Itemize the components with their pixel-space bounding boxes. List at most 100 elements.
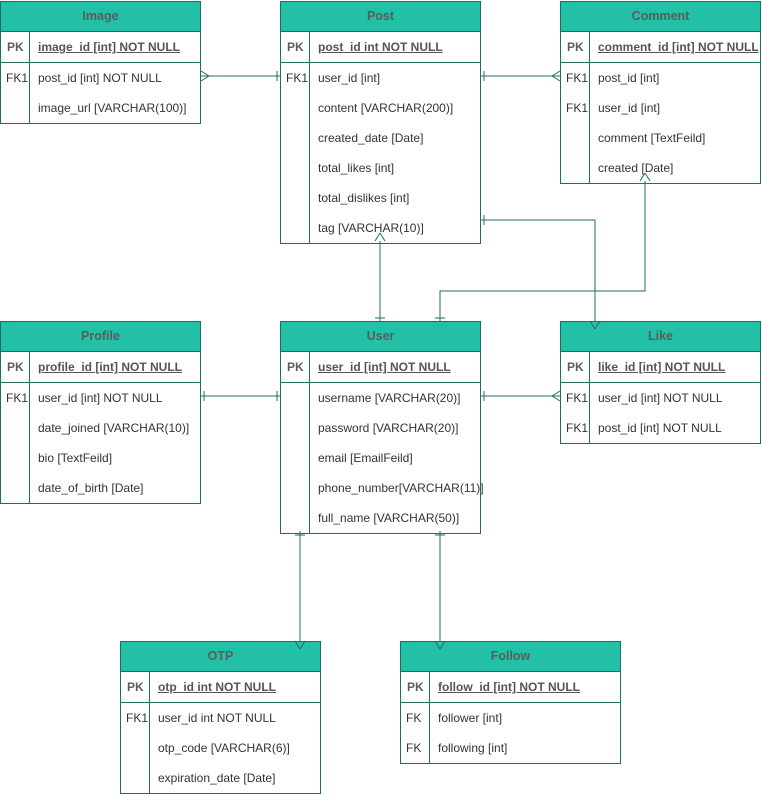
field-label: image_url [VARCHAR(100)]	[38, 101, 187, 115]
key-label: PK	[1, 352, 30, 382]
key-label: PK	[281, 352, 310, 382]
crow-foot-icon	[434, 640, 446, 650]
field-label: user_id [int]	[598, 101, 661, 115]
field-label: post_id [int] NOT NULL	[598, 421, 722, 435]
key-label: FK1	[286, 71, 309, 85]
connector-comment-user	[439, 181, 646, 321]
field-label: bio [TextFeild]	[38, 451, 113, 465]
field-label: full_name [VARCHAR(50)]	[318, 511, 460, 525]
field-row: created_date [Date]	[281, 123, 480, 153]
field-row: FK1 user_id [int]	[281, 63, 480, 93]
crow-foot-icon	[639, 172, 651, 182]
field-label: otp_id int NOT NULL	[158, 680, 276, 694]
key-label: PK	[561, 352, 590, 382]
field-label: user_id [int] NOT NULL	[598, 391, 723, 405]
key-label: FK1	[6, 71, 29, 85]
field-row: date_of_birth [Date]	[1, 473, 200, 503]
key-label: FK1	[566, 421, 589, 435]
field-label: follower [int]	[438, 711, 503, 725]
field-label: content [VARCHAR(200)]	[318, 101, 454, 115]
key-label: FK1	[566, 71, 589, 85]
field-row: full_name [VARCHAR(50)]	[281, 503, 480, 533]
field-row: total_dislikes [int]	[281, 183, 480, 213]
crow-foot-icon	[294, 640, 306, 650]
primary-key-row: PK like_id [int] NOT NULL	[561, 352, 760, 383]
table-title: Follow	[401, 642, 620, 672]
field-label: user_id [int]	[318, 71, 381, 85]
field-label: expiration_date [Date]	[158, 771, 276, 785]
key-label: PK	[561, 32, 590, 62]
field-label: image_id [int] NOT NULL	[38, 40, 180, 54]
field-row: FK following [int]	[401, 733, 620, 763]
field-label: tag [VARCHAR(10)]	[318, 221, 424, 235]
field-label: date_of_birth [Date]	[38, 481, 144, 495]
primary-key-row: PK image_id [int] NOT NULL	[1, 32, 200, 63]
field-label: profile_id [int] NOT NULL	[38, 360, 182, 374]
field-label: user_id [int] NOT NULL	[318, 360, 451, 374]
field-row: comment [TextFeild]	[561, 123, 760, 153]
crow-foot-icon	[551, 70, 561, 82]
crow-foot-icon	[589, 320, 601, 330]
table-title: User	[281, 322, 480, 352]
field-row: date_joined [VARCHAR(10)]	[1, 413, 200, 443]
field-row: password [VARCHAR(20)]	[281, 413, 480, 443]
crow-foot-icon	[551, 390, 561, 402]
field-row: created [Date]	[561, 153, 760, 183]
field-label: date_joined [VARCHAR(10)]	[38, 421, 190, 435]
field-row: FK follower [int]	[401, 703, 620, 733]
field-row: username [VARCHAR(20)]	[281, 383, 480, 413]
crow-foot-icon	[374, 232, 386, 242]
field-row: phone_number[VARCHAR(11)]	[281, 473, 484, 503]
primary-key-row: PK profile_id [int] NOT NULL	[1, 352, 200, 383]
field-label: post_id int NOT NULL	[318, 40, 443, 54]
field-label: following [int]	[438, 741, 508, 755]
field-label: phone_number[VARCHAR(11)]	[318, 481, 484, 495]
field-row: expiration_date [Date]	[121, 763, 320, 793]
table-title: Comment	[561, 2, 760, 32]
key-label: FK	[406, 741, 422, 755]
field-label: email [EmailFeild]	[318, 451, 413, 465]
field-label: created [Date]	[598, 161, 674, 175]
key-label: PK	[401, 672, 430, 702]
field-label: post_id [int] NOT NULL	[38, 71, 162, 85]
key-label: PK	[1, 32, 30, 62]
field-label: post_id [int]	[598, 71, 660, 85]
primary-key-row: PK follow_id [int] NOT NULL	[401, 672, 620, 703]
field-label: like_id [int] NOT NULL	[598, 360, 726, 374]
key-label: FK	[406, 711, 422, 725]
field-row: content [VARCHAR(200)]	[281, 93, 480, 123]
field-label: user_id [int] NOT NULL	[38, 391, 163, 405]
field-label: total_dislikes [int]	[318, 191, 410, 205]
field-label: comment [TextFeild]	[598, 131, 706, 145]
field-row: image_url [VARCHAR(100)]	[1, 93, 200, 123]
primary-key-row: PK user_id [int] NOT NULL	[281, 352, 480, 383]
field-label: total_likes [int]	[318, 161, 395, 175]
field-row: FK1 user_id [int] NOT NULL	[1, 383, 200, 413]
field-label: password [VARCHAR(20)]	[318, 421, 459, 435]
key-label: FK1	[6, 391, 29, 405]
field-label: follow_id [int] NOT NULL	[438, 680, 580, 694]
field-row: otp_code [VARCHAR(6)]	[121, 733, 320, 763]
table-title: OTP	[121, 642, 320, 672]
field-row: tag [VARCHAR(10)]	[281, 213, 480, 243]
key-label: FK1	[566, 101, 589, 115]
table-title: Post	[281, 2, 480, 32]
field-row: bio [TextFeild]	[1, 443, 200, 473]
field-row: FK1 user_id [int]	[561, 93, 760, 123]
field-row: FK1 post_id [int] NOT NULL	[1, 63, 200, 93]
field-row: email [EmailFeild]	[281, 443, 480, 473]
